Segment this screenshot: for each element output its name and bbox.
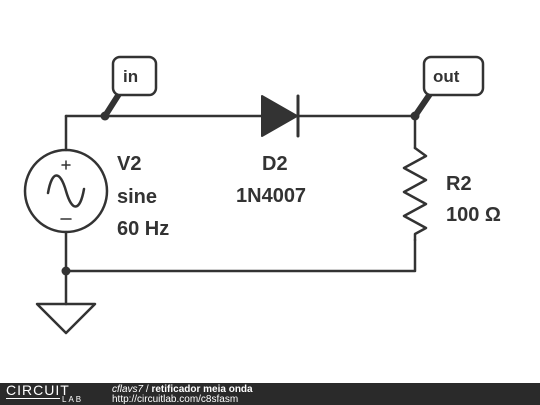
wire-diode-to-out	[296, 114, 417, 150]
node-tag-out[interactable]: out	[412, 55, 485, 119]
plus-sign	[61, 160, 71, 170]
node-tag-in[interactable]: in	[102, 55, 158, 119]
footer-circuit-title[interactable]: retificador meia onda	[151, 384, 253, 395]
node-tag-in-label: in	[123, 67, 138, 86]
sine-wave-icon	[46, 174, 86, 208]
footer-url-link[interactable]: http://circuitlab.com/c8sfasm	[112, 394, 239, 405]
circuitlab-logo[interactable]: CIRCUIT LAB	[4, 382, 104, 405]
resistor-value-label: 100 Ω	[446, 204, 501, 226]
logo-line	[6, 398, 60, 399]
junction-ground	[61, 266, 71, 276]
diode-name-label: D2	[262, 153, 288, 175]
logo-text-bottom: LAB	[62, 395, 84, 404]
resistor[interactable]	[402, 146, 428, 242]
resistor-name-label: R2	[446, 173, 472, 195]
ground-symbol	[35, 302, 97, 335]
source-name-label: V2	[117, 153, 141, 175]
node-tag-out-label: out	[433, 67, 460, 86]
sine-voltage-source[interactable]	[23, 148, 109, 234]
diode-part-label: 1N4007	[236, 185, 306, 207]
footer-attribution: cflavs7 / retificador meia onda	[112, 384, 253, 395]
footer-separator: /	[143, 384, 152, 395]
wires	[64, 114, 417, 306]
logo-text-top: CIRCUIT	[6, 382, 70, 398]
source-frequency-label: 60 Hz	[117, 218, 169, 240]
circuit-schematic: V2 sine 60 Hz D2 1N4007 R2 100 Ω in out	[23, 55, 501, 335]
source-type-label: sine	[117, 186, 157, 208]
footer-username[interactable]: cflavs7	[112, 384, 144, 395]
footer-bar: CIRCUIT LAB cflavs7 / retificador meia o…	[0, 382, 540, 405]
wire-bottom-return	[64, 238, 417, 273]
diode[interactable]	[261, 94, 300, 138]
